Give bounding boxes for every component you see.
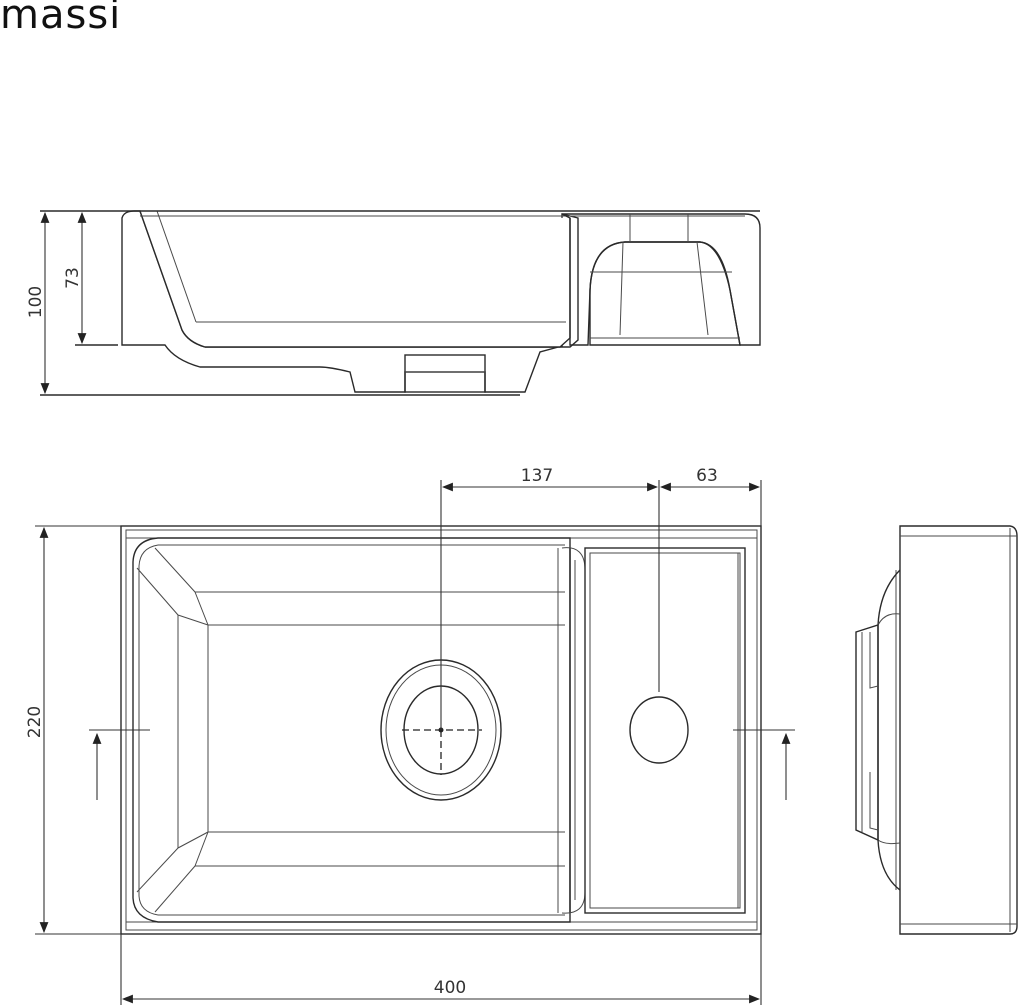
svg-text:100: 100 [26, 286, 46, 318]
dimension-bowl-depth: 73 [63, 211, 87, 345]
dimension-total-height: 100 [26, 211, 50, 395]
left-section-arrow [89, 729, 150, 800]
svg-text:73: 73 [63, 267, 83, 289]
dimension-width: 400 [120, 934, 762, 1005]
side-view [855, 525, 1018, 935]
svg-text:220: 220 [25, 706, 45, 738]
svg-text:400: 400 [434, 978, 466, 998]
svg-text:63: 63 [696, 466, 718, 486]
svg-text:137: 137 [521, 466, 553, 486]
dimension-depth: 220 [25, 525, 121, 935]
dimension-drain-to-tap-hole: 137 [440, 466, 660, 730]
tap-hole [629, 696, 689, 764]
brand-logo: massi [0, 0, 122, 38]
section-view [40, 210, 761, 396]
right-section-arrow [733, 729, 795, 800]
dimension-tap-hole-to-edge: 63 [659, 466, 762, 530]
